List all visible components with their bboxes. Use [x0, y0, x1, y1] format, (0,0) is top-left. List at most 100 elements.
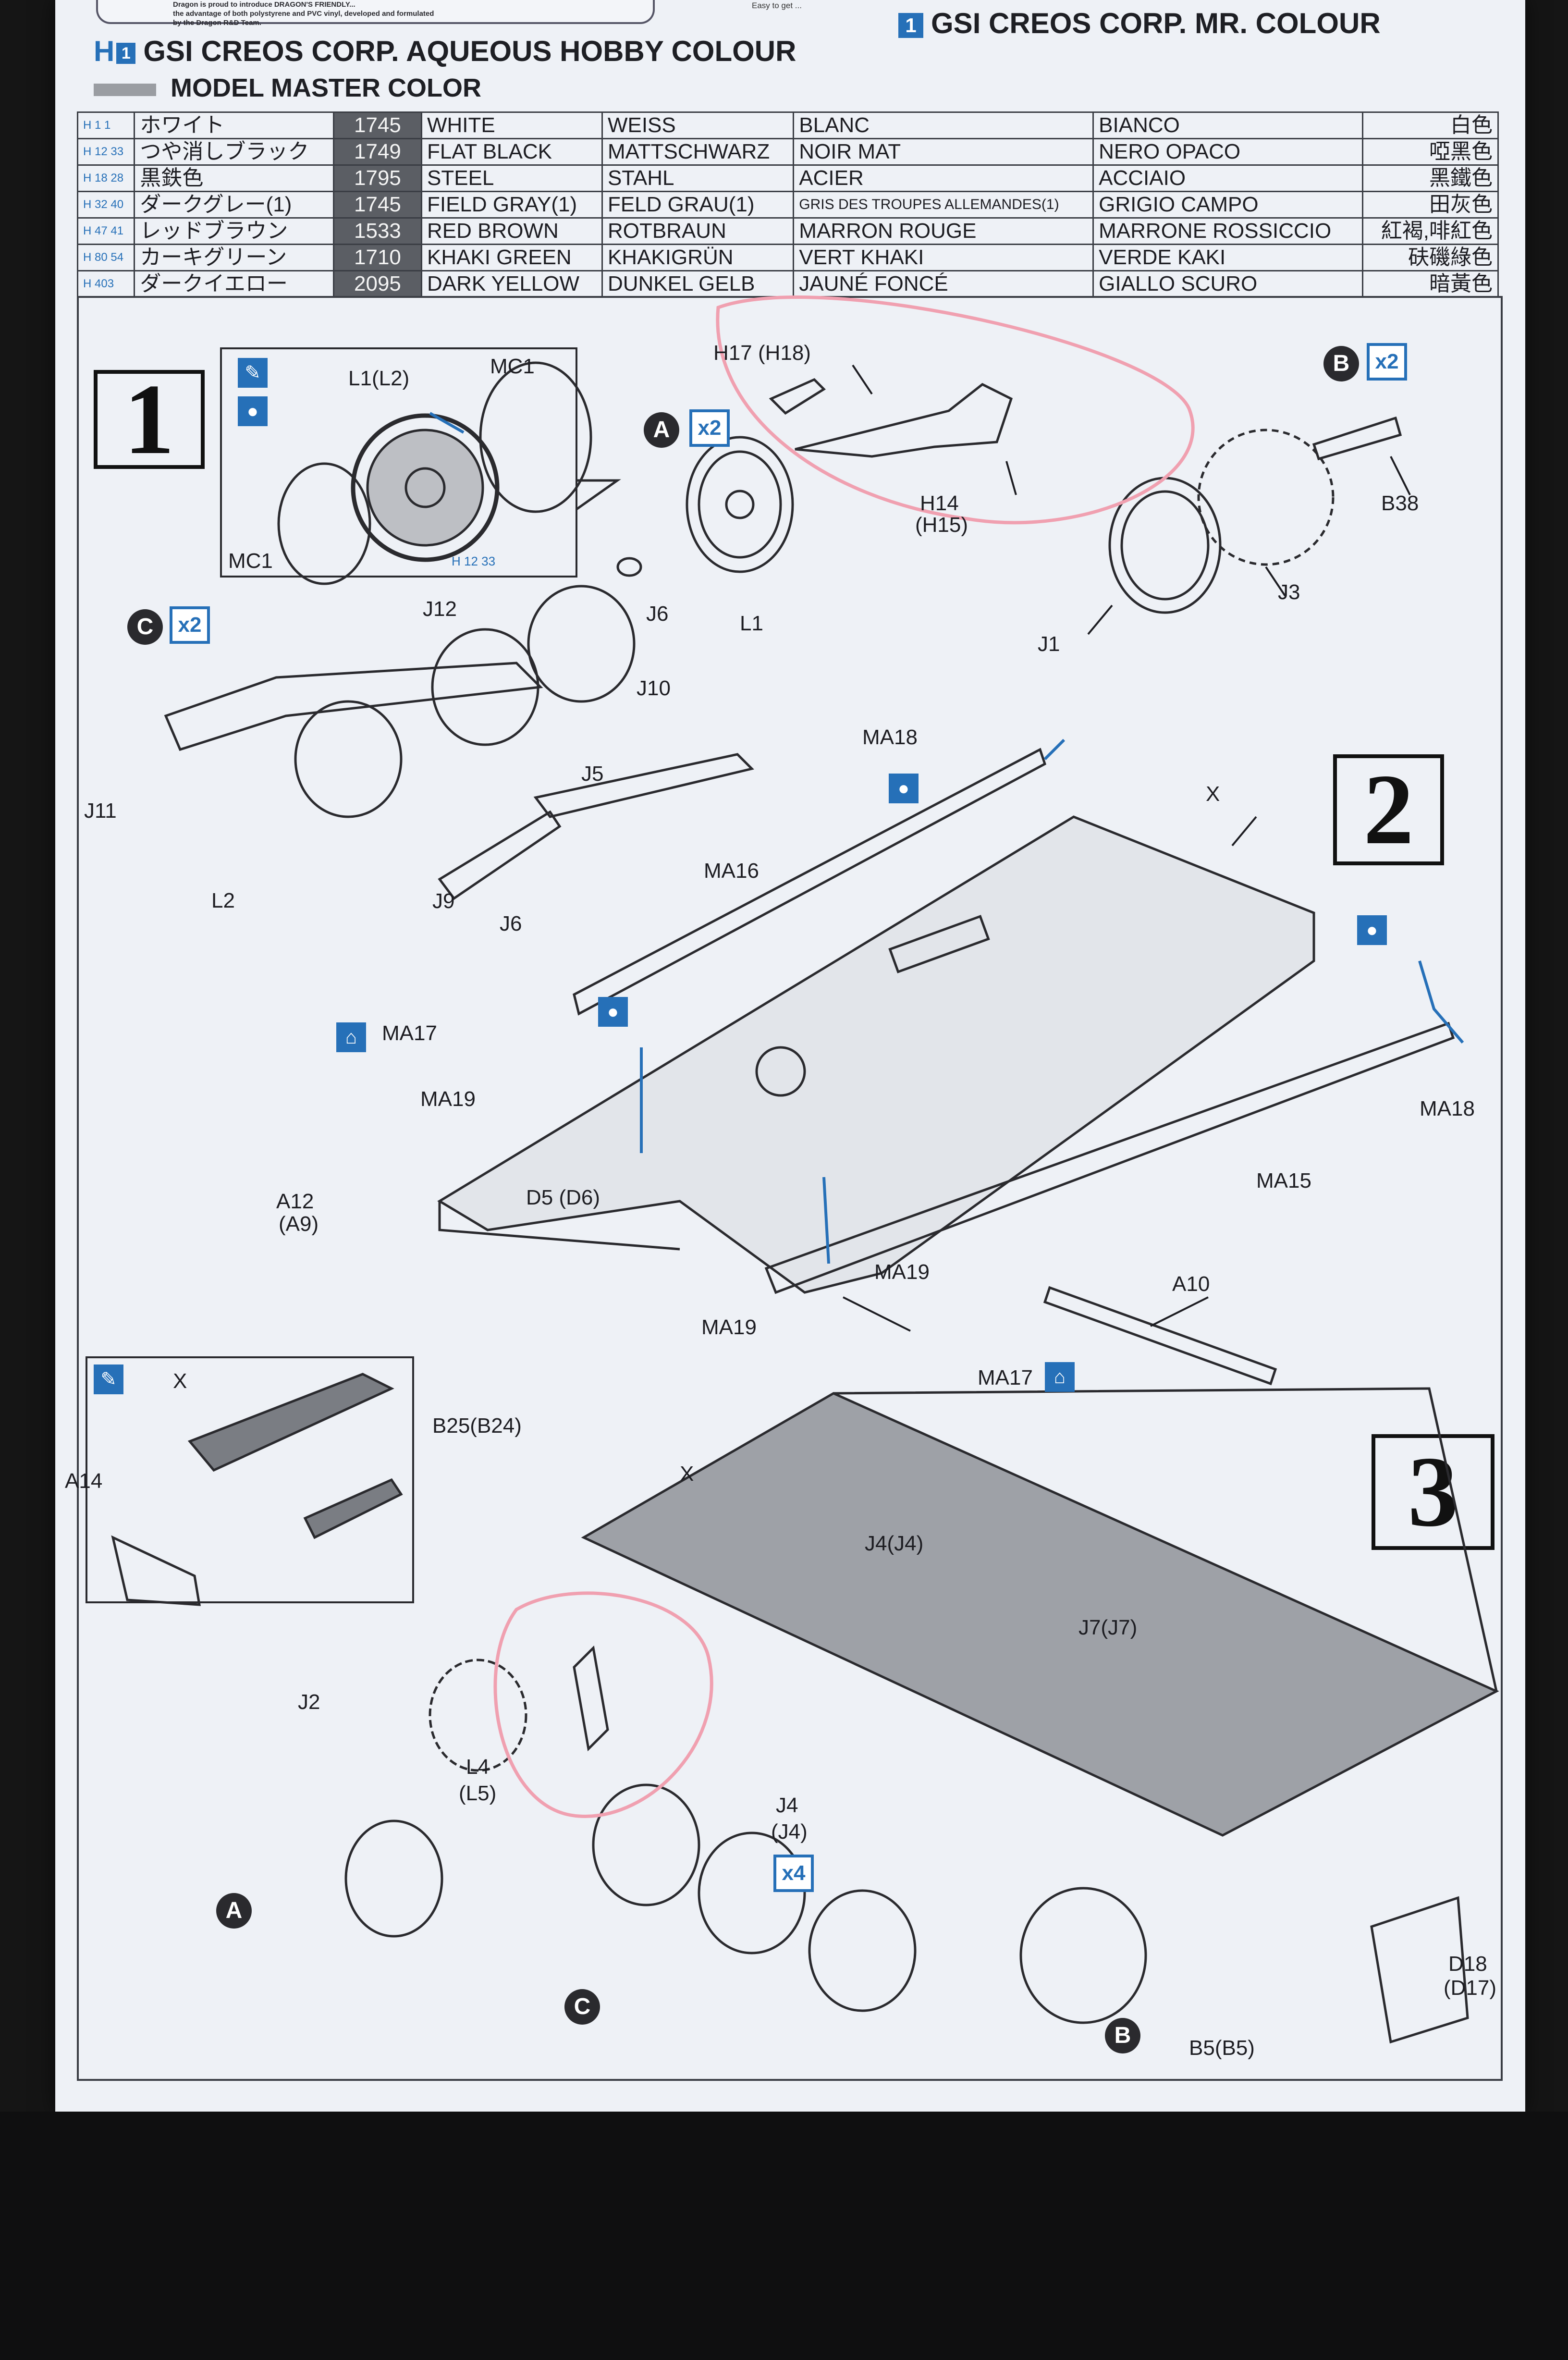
- rod-a10: [1043, 1286, 1277, 1386]
- label-h14: H14: [920, 492, 959, 515]
- road-wheel-a: [344, 1819, 443, 1938]
- intro-text: Dragon is proud to introduce DRAGON'S FR…: [173, 0, 434, 27]
- track-fender: [581, 1392, 1499, 1837]
- color-fr-cell: ACIER: [793, 164, 1094, 192]
- label-j1: J1: [1038, 632, 1060, 656]
- aqueous-mark-h: H: [94, 35, 115, 67]
- label-ma18-right: MA18: [1420, 1097, 1475, 1120]
- label-j2: J2: [298, 1690, 320, 1714]
- aqueous-mark-num: 1: [116, 43, 136, 64]
- color-number-cell: 1749: [332, 138, 422, 166]
- mr-mark: 1: [898, 13, 923, 38]
- rail-ma15: [764, 1021, 1455, 1294]
- road-wheel-c3: [808, 1889, 917, 2012]
- arrow-ma19: [822, 1177, 830, 1264]
- intro-box: [96, 0, 655, 24]
- flip-icon-ma17-bottom: ⌂: [1045, 1362, 1075, 1392]
- label-mc1-top: MC1: [490, 355, 535, 378]
- color-code-cell: H 18 28: [76, 164, 135, 192]
- color-fr-cell: JAUNÉ FONCÉ: [793, 270, 1094, 298]
- leader-b38: [1390, 456, 1411, 495]
- color-jp-cell: ダークイエロー: [134, 270, 334, 298]
- brand-mr-text: GSI CREOS CORP. MR. COLOUR: [931, 7, 1381, 39]
- label-b25-b24: B25(B24): [432, 1414, 522, 1438]
- inset-road-wheel: [351, 413, 500, 562]
- label-l2: L2: [211, 889, 235, 912]
- brand-aqueous-text: GSI CREOS CORP. AQUEOUS HOBBY COLOUR: [143, 35, 796, 67]
- bogie-wheel-l2: [294, 700, 403, 818]
- color-zh-cell: 紅褐,啡紅色: [1361, 217, 1499, 245]
- cap-j6: [616, 557, 642, 577]
- label-d17: (D17): [1444, 1976, 1497, 2000]
- highlight-l4-l5: [493, 1591, 713, 1818]
- label-b38: B38: [1381, 492, 1419, 515]
- color-it-cell: GIALLO SCURO: [1092, 270, 1363, 298]
- label-x-inset: X: [173, 1369, 187, 1393]
- color-code-cell: H 403: [76, 270, 135, 298]
- highlight-h17-h14: [716, 295, 1195, 525]
- label-j10: J10: [637, 676, 671, 700]
- road-wheel-l1-inner: [698, 450, 782, 559]
- label-d5-d6: D5 (D6): [526, 1186, 600, 1209]
- road-wheel-c1: [592, 1783, 700, 1906]
- color-en-cell: STEEL: [420, 164, 603, 192]
- rail-ma16: [573, 748, 1047, 1016]
- label-j4-mid-paren: (J4): [771, 1820, 808, 1844]
- bogie-wheel-mid: [431, 628, 539, 746]
- spring-l4: [573, 1645, 609, 1752]
- plate-d18: [1370, 1896, 1469, 2044]
- label-ma17-bottom: MA17: [978, 1366, 1033, 1389]
- multiplier-a: x2: [689, 409, 730, 447]
- inset-fender: [187, 1373, 394, 1472]
- suspension-arm-h14: [795, 383, 1013, 458]
- glue-drop-icon-ma18: ●: [889, 774, 919, 803]
- color-de-cell: MATTSCHWARZ: [601, 138, 795, 166]
- label-l5: (L5): [459, 1782, 497, 1805]
- color-fr-cell: VERT KHAKI: [793, 244, 1094, 271]
- bogie-bar-j5: [533, 753, 754, 818]
- glue-drop-icon-right: ●: [1357, 915, 1387, 945]
- color-de-cell: WEISS: [601, 111, 795, 139]
- label-ma19-mid: MA19: [874, 1260, 930, 1284]
- bogie-arm-j9: [438, 810, 562, 900]
- color-en-cell: RED BROWN: [420, 217, 603, 245]
- leader-h14: [1005, 461, 1017, 495]
- color-en-cell: FIELD GRAY(1): [420, 191, 603, 219]
- intro-line: by the Dragon R&D Team.: [173, 19, 261, 27]
- intro-line: Dragon is proud to introduce DRAGON'S FR…: [173, 0, 355, 9]
- color-fr-cell: BLANC: [793, 111, 1094, 139]
- leader-j1: [1087, 604, 1113, 635]
- label-inset-paint: H 12 33: [452, 554, 496, 568]
- color-en-cell: FLAT BLACK: [420, 138, 603, 166]
- badge-c-step3: C: [564, 1989, 600, 2025]
- color-it-cell: VERDE KAKI: [1092, 244, 1363, 271]
- idler-wheel-j1-rim: [1120, 490, 1210, 601]
- color-it-cell: MARRONE ROSSICCIO: [1092, 217, 1363, 245]
- color-fr-cell: GRIS DES TROUPES ALLEMANDES(1): [793, 191, 1094, 219]
- road-wheel-l1: [686, 436, 794, 573]
- hull-port: [755, 1046, 806, 1097]
- color-zh-cell: 黑鐵色: [1361, 164, 1499, 192]
- crank-h17: [769, 378, 826, 415]
- flip-icon-ma17: ⌂: [336, 1022, 366, 1052]
- color-it-cell: ACCIAIO: [1092, 164, 1363, 192]
- color-code-cell: H 47 41: [76, 217, 135, 245]
- brand-mr: 1 GSI CREOS CORP. MR. COLOUR: [898, 7, 1381, 40]
- multiplier-c: x2: [170, 606, 210, 644]
- glue-drop-icon: ●: [238, 396, 268, 426]
- label-j4-mid: J4: [776, 1794, 798, 1817]
- label-l1-l2: L1(L2): [348, 367, 410, 390]
- brush-icon-step3: ✎: [94, 1364, 123, 1394]
- inset-road-wheel-hub: [404, 467, 446, 508]
- step3-inset-frame: [86, 1356, 414, 1603]
- bogie-wheel-rear: [527, 585, 636, 703]
- label-j5: J5: [581, 762, 604, 786]
- table-surface: [0, 2112, 1568, 2360]
- label-mc1-bottom: MC1: [228, 549, 273, 573]
- label-b5: B5(B5): [1189, 2036, 1255, 2060]
- bogie-arm-j11: [164, 662, 543, 751]
- label-j3: J3: [1278, 580, 1300, 604]
- color-jp-cell: カーキグリーン: [134, 244, 334, 271]
- multiplier-x4: x4: [773, 1855, 814, 1892]
